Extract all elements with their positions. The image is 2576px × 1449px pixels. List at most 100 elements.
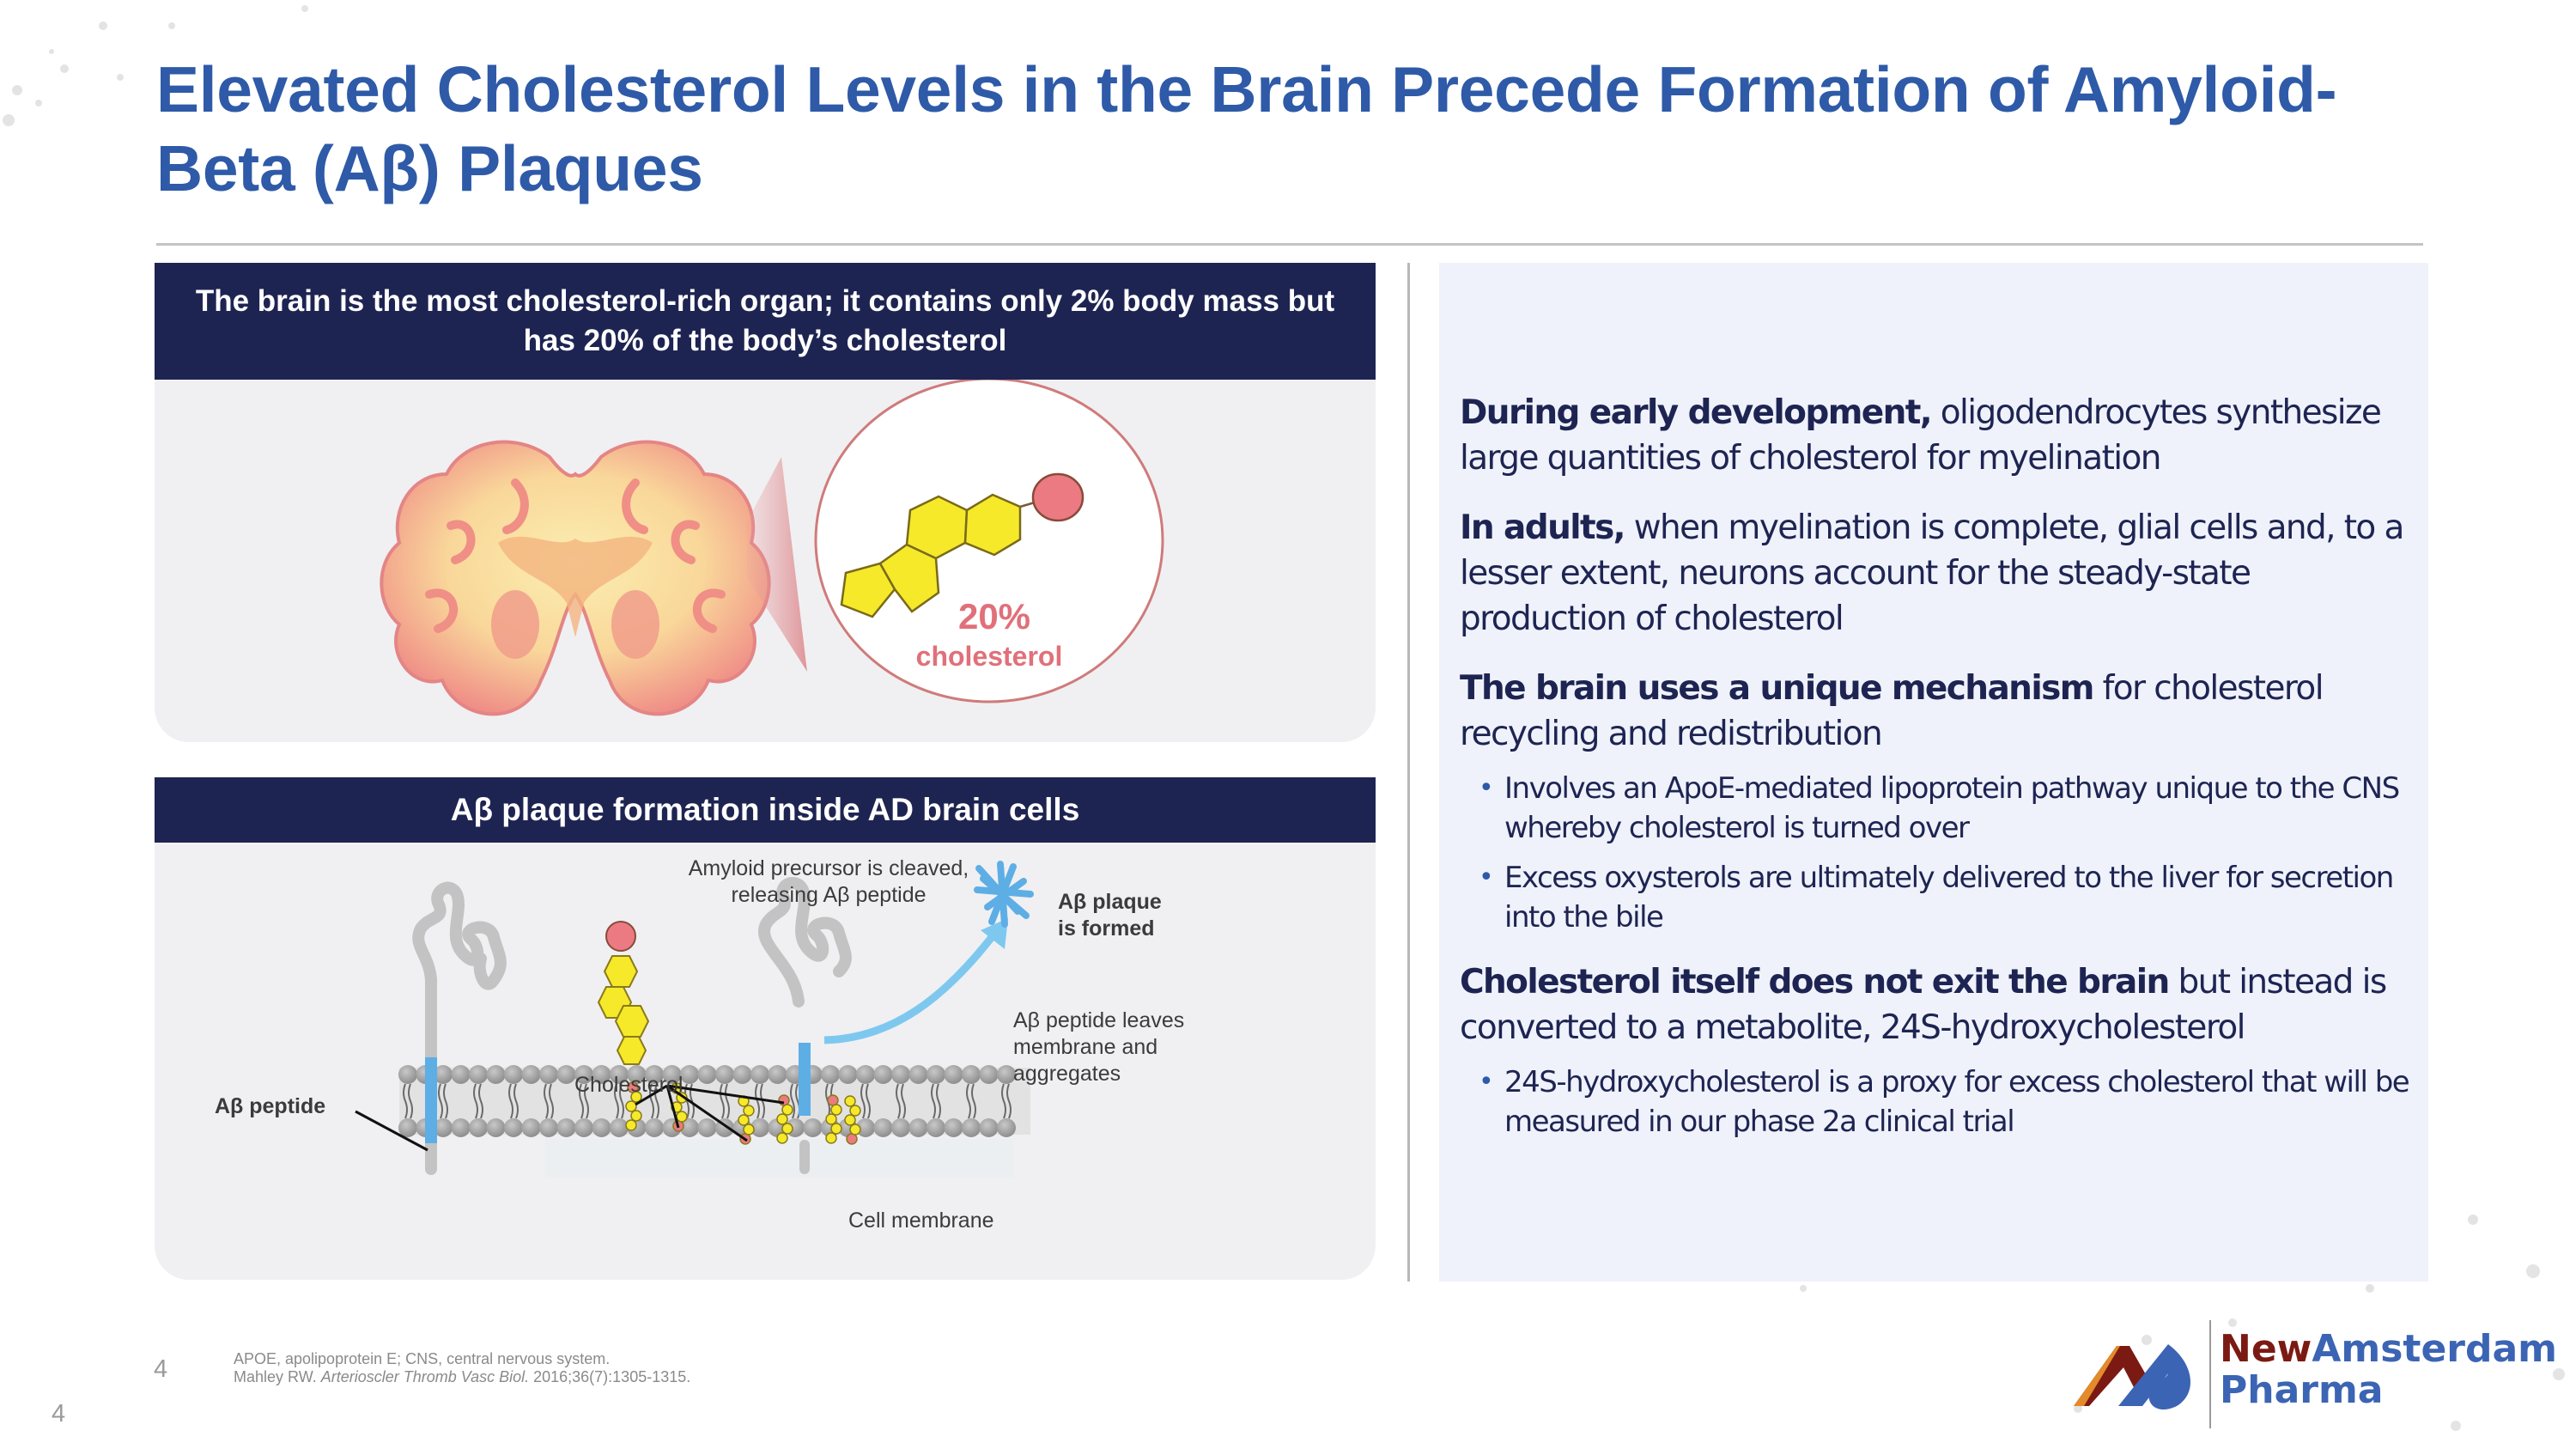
- sub-bullet-item: •Excess oxysterols are ultimately delive…: [1479, 858, 2411, 937]
- lipid-head: [927, 1065, 945, 1084]
- page-number: 4: [154, 1355, 168, 1383]
- lipid-head: [574, 1118, 593, 1137]
- lipid-head: [944, 1065, 963, 1084]
- lipid-tail: [860, 1083, 871, 1119]
- lipid-head: [697, 1118, 717, 1137]
- lipid-head: [592, 1065, 611, 1084]
- lipid-head: [504, 1065, 523, 1084]
- bullet-icon: •: [1479, 862, 1494, 892]
- lipid-head: [627, 1065, 647, 1084]
- ab-peptide-pointer-line: [355, 1110, 428, 1152]
- key-point-paragraph: During early development, oligodendrocyt…: [1460, 390, 2411, 481]
- lipid-head: [469, 1118, 488, 1137]
- key-point-sub-bullets: • 24S-hydroxycholesterol is a proxy for e…: [1460, 1062, 2411, 1142]
- lipid-tail: [931, 1083, 941, 1119]
- ab-peptide-segment-right: [799, 1043, 811, 1116]
- cholesterol-molecule-icon: [840, 472, 1084, 618]
- membrane-cholesterol-icon: [776, 1094, 793, 1144]
- lipid-head: [750, 1065, 769, 1084]
- membrane-cholesterol-icon: [844, 1095, 861, 1145]
- key-point-lead: The brain uses a unique mechanism: [1460, 669, 2094, 708]
- lipid-head: [539, 1065, 558, 1084]
- lipid-head: [979, 1065, 999, 1084]
- ab-plaque-icon: [974, 861, 1034, 928]
- plaque-formation-panel: Aβ plaque formation inside AD brain cell…: [155, 777, 1376, 1280]
- amyloid-precursor-protein-left: [412, 881, 507, 1175]
- lipid-head: [610, 1065, 629, 1084]
- lipid-head: [680, 1118, 699, 1137]
- lipid-head: [556, 1118, 576, 1137]
- lipid-head: [610, 1118, 629, 1137]
- lipid-head: [838, 1065, 858, 1084]
- footnotes: APOE, apolipoprotein E; CNS, central ner…: [234, 1350, 690, 1386]
- bullet-icon: •: [1479, 773, 1494, 803]
- leave-membrane-arrow: [823, 935, 995, 1044]
- brain-icon: [380, 440, 771, 716]
- lipid-head: [645, 1118, 664, 1137]
- lipid-head: [434, 1065, 453, 1084]
- cholesterol-molecule-icon: [597, 921, 650, 1065]
- logo-mark-icon: [2074, 1344, 2191, 1410]
- lipid-head: [398, 1118, 417, 1137]
- key-point-paragraph: Cholesterol itself does not exit the bra…: [1460, 959, 2411, 1050]
- key-points-panel: During early development, oligodendrocyt…: [1439, 263, 2428, 1282]
- page-number-corner: 4: [52, 1400, 66, 1428]
- lipid-head: [732, 1065, 752, 1084]
- lipid-tail: [544, 1083, 554, 1119]
- lipid-head: [856, 1118, 875, 1137]
- lipid-head: [574, 1065, 593, 1084]
- lipid-tail: [614, 1083, 624, 1119]
- key-point-lead: Cholesterol itself does not exit the bra…: [1460, 963, 2170, 1002]
- key-point-sub-bullets: •Involves an ApoE-mediated lipoprotein p…: [1460, 769, 2411, 937]
- lipid-tail: [755, 1083, 765, 1119]
- lipid-head: [891, 1118, 910, 1137]
- lipid-tail: [438, 1083, 448, 1119]
- lipid-head: [821, 1065, 840, 1084]
- sub-bullet-item: •Involves an ApoE-mediated lipoprotein p…: [1479, 769, 2411, 848]
- column-divider: [1407, 263, 1410, 1282]
- key-point-lead: In adults,: [1460, 508, 1626, 547]
- cholesterol-pointer-lines: [635, 1084, 785, 1142]
- lipid-head: [891, 1065, 910, 1084]
- amyloid-precursor-protein-right: [758, 877, 852, 1174]
- logo-wordmark: NewAmsterdam Pharma: [2220, 1327, 2558, 1412]
- lipid-head: [662, 1065, 682, 1084]
- lipid-tail: [966, 1083, 976, 1119]
- lipid-head: [451, 1118, 471, 1137]
- lipid-head: [451, 1065, 471, 1084]
- callout-percent: 20%: [958, 596, 1030, 636]
- plaque-formed-label: Aβ plaque is formed: [1058, 890, 1162, 941]
- lipid-head: [927, 1118, 945, 1137]
- callout-label: cholesterol: [916, 641, 1063, 672]
- lipid-head: [750, 1118, 769, 1137]
- lipid-tail: [649, 1083, 659, 1119]
- arrow-head-icon: [981, 918, 1008, 949]
- key-point-paragraph: In adults, when myelination is complete,…: [1460, 505, 2411, 642]
- cholesterol-label: Cholesterol: [574, 1073, 683, 1097]
- precursor-cleaved-label: Amyloid precursor is cleaved, releasing …: [688, 856, 969, 907]
- footnote-abbreviations: APOE, apolipoprotein E; CNS, central ner…: [234, 1350, 611, 1367]
- logo-separator: [2209, 1320, 2211, 1428]
- lipid-head: [504, 1118, 523, 1137]
- sub-bullet-item: • 24S-hydroxycholesterol is a proxy for e…: [1479, 1062, 2411, 1142]
- lipid-tail: [720, 1083, 730, 1119]
- lipid-head: [680, 1065, 699, 1084]
- footnote-reference: Mahley RW. Arterioscler Thromb Vasc Biol…: [234, 1368, 691, 1385]
- sub-bullet-text: 24S-hydroxycholesterol is a proxy for ex…: [1504, 1065, 2410, 1139]
- lipid-head: [873, 1065, 893, 1084]
- lipid-head: [486, 1065, 506, 1084]
- key-point-text: when myelination is complete, glial cell…: [1460, 508, 2404, 638]
- lipid-head: [908, 1065, 928, 1084]
- key-points-list: During early development, oligodendrocyt…: [1460, 390, 2411, 1164]
- key-point-text: oligodendrocytes synthesize large quanti…: [1460, 393, 2382, 478]
- peptide-leaves-label: Aβ peptide leaves membrane and aggregate…: [1013, 1008, 1185, 1086]
- lipid-head: [944, 1118, 963, 1137]
- company-logo: NewAmsterdam Pharma: [2065, 1312, 2557, 1432]
- lipid-head: [873, 1118, 893, 1137]
- lipid-head: [434, 1118, 453, 1137]
- bullet-icon: •: [1479, 1067, 1494, 1097]
- lipid-head: [592, 1118, 611, 1137]
- key-point-lead: During early development,: [1460, 393, 1933, 432]
- slide-title: Elevated Cholesterol Levels in the Brain…: [156, 53, 2337, 204]
- lipid-head: [768, 1065, 787, 1084]
